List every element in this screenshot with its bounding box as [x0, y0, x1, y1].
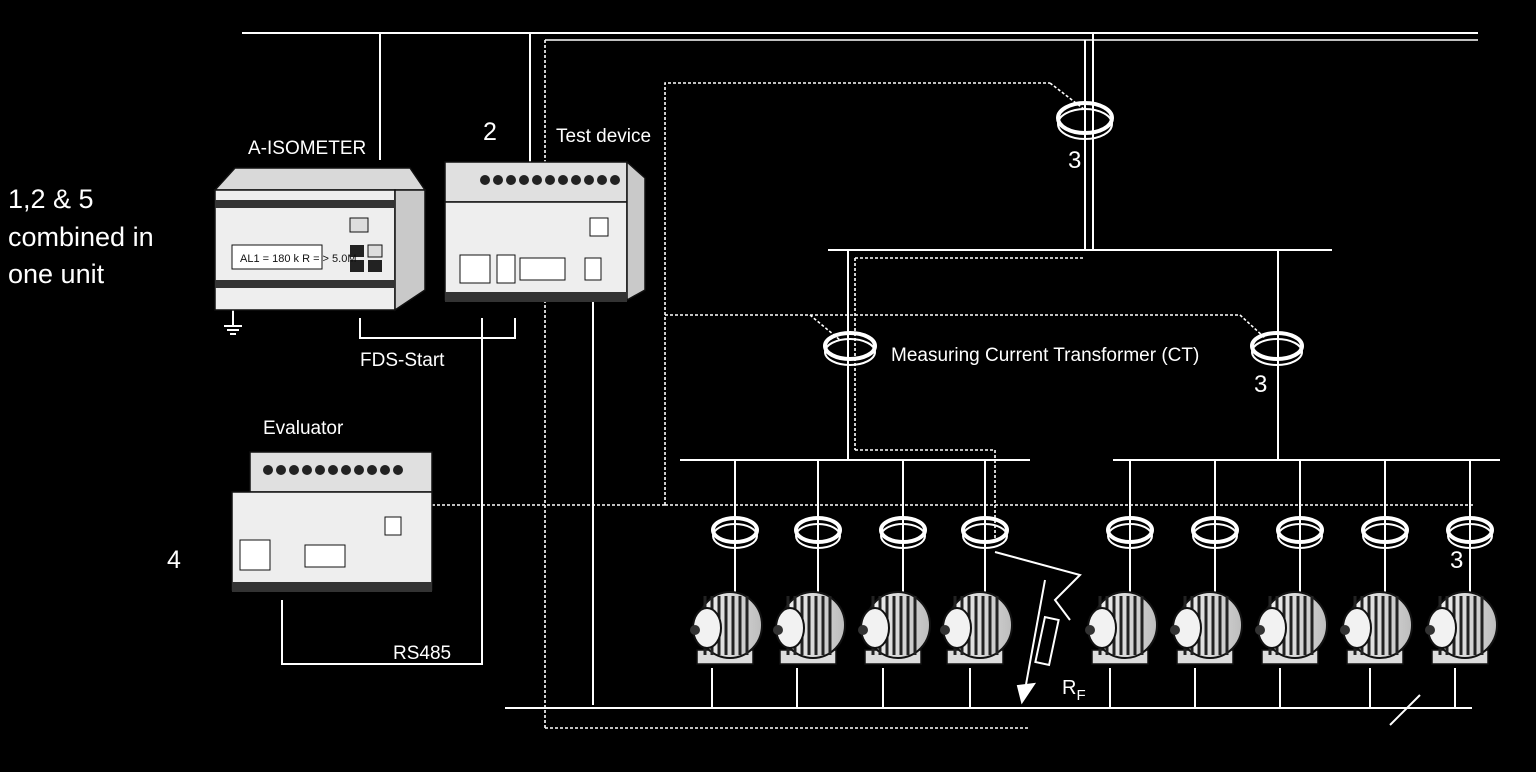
feeder-ct-icon: [1276, 516, 1324, 549]
motor-group: [690, 591, 1498, 665]
terminal-screw-icon: [380, 465, 390, 475]
test-device-terminals: [480, 175, 620, 185]
terminal-screw-icon: [367, 465, 377, 475]
a-isometer-device: [213, 167, 427, 312]
feeder-ct-icon: [879, 516, 927, 549]
feeder-ct-icon: [1106, 516, 1154, 549]
terminal-screw-icon: [506, 175, 516, 185]
terminal-screw-icon: [354, 465, 364, 475]
wiring: [242, 32, 1500, 729]
terminal-screw-icon: [610, 175, 620, 185]
feeder-ct-icon: [711, 516, 759, 549]
terminal-screw-icon: [558, 175, 568, 185]
terminal-screw-icon: [315, 465, 325, 475]
fault-resistance-main: R: [1062, 677, 1076, 699]
number-3-middle-label: 3: [1254, 371, 1267, 398]
terminal-screw-icon: [532, 175, 542, 185]
motor-icon: [1170, 591, 1243, 665]
feeder-ct-icon: [1446, 516, 1494, 549]
motor-icon: [858, 591, 931, 665]
combined-label-line-2: combined in: [8, 222, 154, 252]
fault-resistance-label: RF: [1062, 677, 1086, 704]
terminal-screw-icon: [263, 465, 273, 475]
terminal-screw-icon: [480, 175, 490, 185]
number-3-right-label: 3: [1450, 547, 1463, 574]
ct-middle-right-icon: [1250, 331, 1304, 366]
terminal-screw-icon: [493, 175, 503, 185]
fds-start-label: FDS-Start: [360, 350, 445, 371]
test-device-label: Test device: [556, 126, 651, 147]
a-isometer-label: A-ISOMETER: [248, 138, 366, 159]
feeder-ct-icon: [961, 516, 1009, 549]
feeder-ct-icon: [1191, 516, 1239, 549]
feeder-ct-icon: [794, 516, 842, 549]
terminal-screw-icon: [289, 465, 299, 475]
evaluator-label: Evaluator: [263, 418, 344, 439]
motor-icon: [773, 591, 846, 665]
evaluator-terminals: [263, 465, 403, 475]
number-2-label: 2: [483, 118, 497, 146]
fault-path: [994, 551, 1082, 705]
terminal-screw-icon: [519, 175, 529, 185]
ct-description-label: Measuring Current Transformer (CT): [891, 345, 1199, 366]
terminal-screw-icon: [328, 465, 338, 475]
ct-top-icon: [1056, 101, 1114, 140]
ct-middle-left-icon: [823, 331, 877, 366]
motor-icon: [1425, 591, 1498, 665]
number-3-top-label: 3: [1068, 147, 1081, 174]
earth-ground-icon: [224, 310, 242, 335]
motor-icon: [1255, 591, 1328, 665]
number-4-label: 4: [167, 546, 181, 574]
combined-label-line-3: one unit: [8, 259, 105, 289]
feeder-ct-icon: [1361, 516, 1409, 549]
a-isometer-display-text: AL1 = 180 k R = > 5.0M: [240, 253, 357, 265]
motor-icon: [940, 591, 1013, 665]
rs485-label: RS485: [393, 643, 451, 664]
motor-icon: [1340, 591, 1413, 665]
terminal-screw-icon: [545, 175, 555, 185]
test-device: [444, 160, 646, 302]
terminal-screw-icon: [276, 465, 286, 475]
terminal-screw-icon: [597, 175, 607, 185]
terminal-screw-icon: [393, 465, 403, 475]
fault-resistance-sub: F: [1076, 687, 1085, 704]
terminal-screw-icon: [571, 175, 581, 185]
terminal-screw-icon: [302, 465, 312, 475]
terminal-screw-icon: [341, 465, 351, 475]
terminal-screw-icon: [584, 175, 594, 185]
combined-label-line-1: 1,2 & 5: [8, 184, 94, 214]
feeder-ct-group: [711, 516, 1494, 549]
evaluator-device: [231, 451, 433, 592]
motor-icon: [1085, 591, 1158, 665]
motor-icon: [690, 591, 763, 665]
